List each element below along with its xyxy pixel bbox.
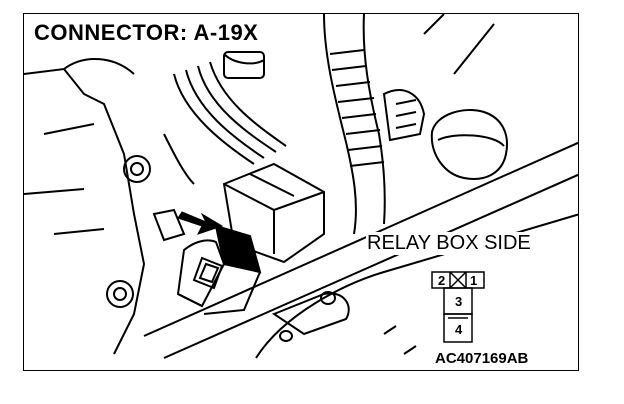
diagram-frame: CONNECTOR: A-19X RELAY BOX SIDE 2 1 3 4 … [23,13,579,371]
pin-1: 1 [470,273,478,288]
engine-bay-illustration [24,14,578,365]
pin-4: 4 [455,322,463,337]
pin-2: 2 [438,273,446,288]
connector-title: CONNECTOR: A-19X [32,20,261,46]
pin-3: 3 [455,294,463,309]
connector-pin-diagram: 2 1 3 4 [430,270,486,346]
figure-id: AC407169AB [434,350,530,367]
relay-box-side-label: RELAY BOX SIDE [366,232,532,255]
